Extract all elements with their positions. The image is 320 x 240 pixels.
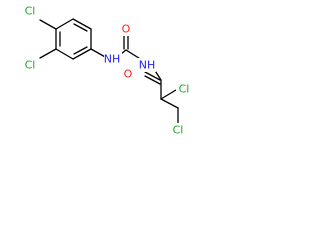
atom-o-urea: O	[122, 23, 131, 36]
atom-nh-amide: NH	[139, 59, 156, 72]
atom-o-amide: O	[124, 68, 133, 81]
atom-nh-aryl: NH	[104, 53, 121, 66]
bond-c3-cl	[39, 48, 57, 59]
chemical-structure: Cl Cl NH NH O O Cl Cl	[22, 4, 192, 137]
bond-c4-cl	[39, 19, 57, 30]
bond-ch-cl	[160, 89, 177, 100]
atom-cl-left: Cl	[25, 59, 36, 72]
bond-ring-2-inner	[73, 23, 88, 32]
bond-ring-1	[55, 18, 74, 30]
atom-cl-alpha: Cl	[179, 83, 190, 96]
bonds	[39, 18, 179, 124]
bond-ch-ch2	[160, 98, 179, 109]
atom-cl-beta: Cl	[173, 124, 184, 137]
bond-ring-5	[55, 48, 74, 60]
bond-amide-c-o-double	[144, 75, 161, 85]
bond-ring-2	[72, 18, 92, 30]
bond-ring-4	[72, 48, 92, 60]
atom-cl-top: Cl	[25, 5, 36, 18]
bond-ring-4-inner	[73, 46, 88, 55]
bond-amide-c-o	[144, 71, 161, 81]
atom-labels: Cl Cl NH NH O O Cl Cl	[22, 4, 192, 137]
